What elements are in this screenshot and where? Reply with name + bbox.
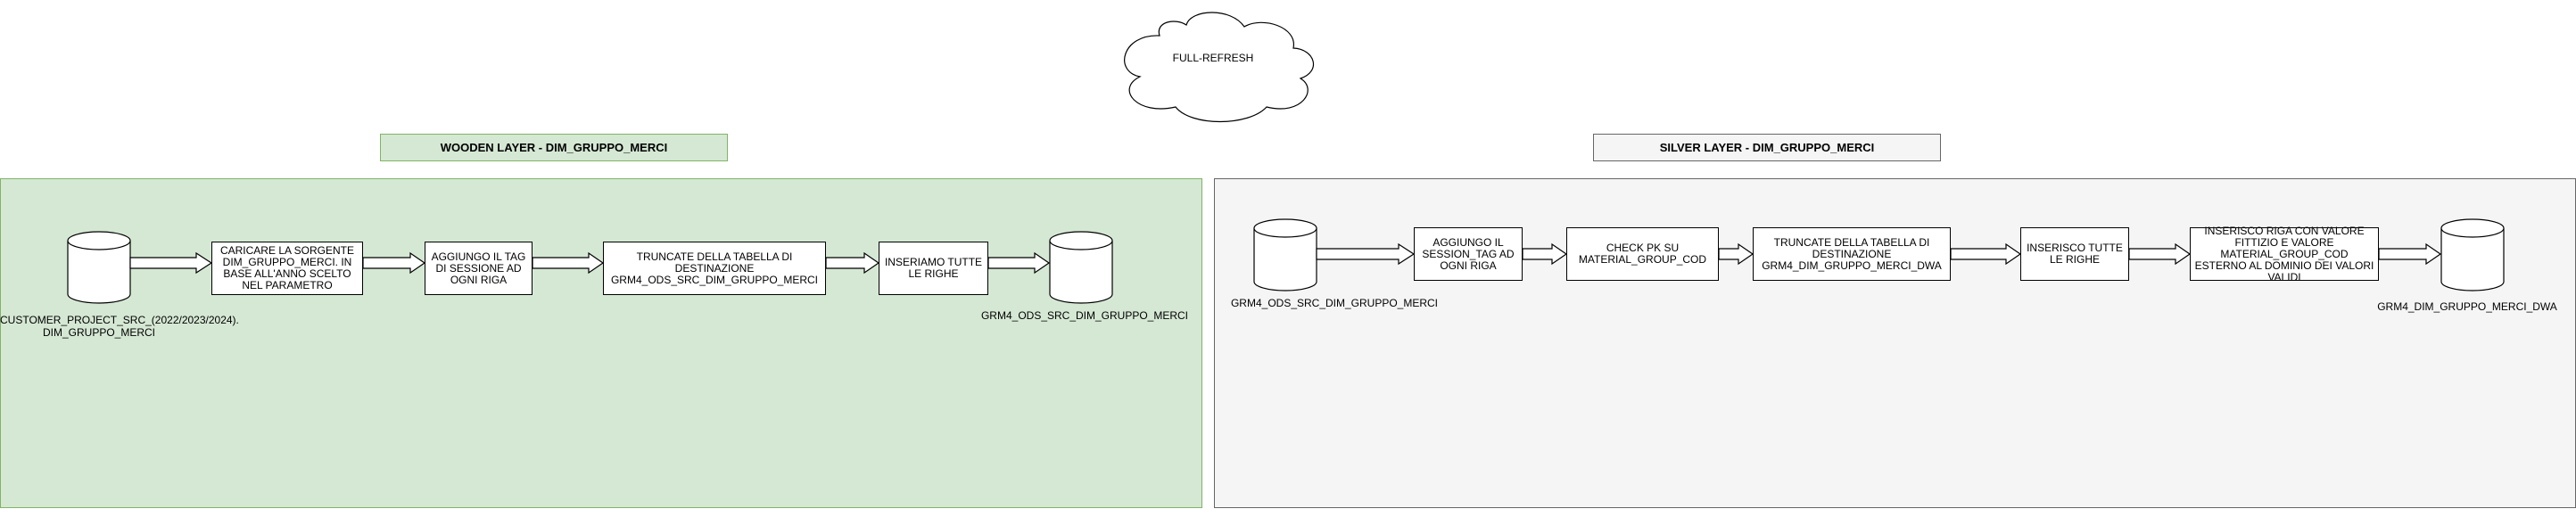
step-truncate-target: TRUNCATE DELLA TABELLA DI DESTINAZIONE G… xyxy=(603,242,826,295)
source-label: CUSTOMER_PROJECT_SRC_(2022/2023/2024). D… xyxy=(0,314,239,339)
step-check-pk: CHECK PK SU MATERIAL_GROUP_COD xyxy=(1566,227,1719,281)
flow-arrow xyxy=(1316,242,1416,266)
step-insert-rows: INSERIAMO TUTTE LE RIGHE xyxy=(879,242,988,295)
flow-arrow xyxy=(825,251,880,275)
source-label: GRM4_ODS_SRC_DIM_GRUPPO_MERCI xyxy=(1230,297,1439,309)
wooden-layer-title: WOODEN LAYER - DIM_GRUPPO_MERCI xyxy=(380,134,728,161)
wooden-layer-zone xyxy=(0,178,1202,508)
source-label-line2: DIM_GRUPPO_MERCI xyxy=(42,326,156,339)
flow-arrow xyxy=(987,251,1051,275)
flow-arrow xyxy=(129,251,213,275)
source-database-icon xyxy=(67,231,131,304)
flow-arrow xyxy=(1950,242,2022,266)
target-label: GRM4_DIM_GRUPPO_MERCI_DWA xyxy=(2377,300,2557,313)
source-label-line1: CUSTOMER_PROJECT_SRC_(2022/2023/2024). xyxy=(0,314,239,326)
source-database-icon xyxy=(1253,218,1317,291)
flow-arrow xyxy=(1522,242,1568,266)
step-truncate-target: TRUNCATE DELLA TABELLA DI DESTINAZIONE G… xyxy=(1753,227,1951,281)
flow-arrow xyxy=(532,251,605,275)
flow-arrow xyxy=(2378,242,2442,266)
step-load-source: CARICARE LA SORGENTE DIM_GRUPPO_MERCI. I… xyxy=(211,242,363,295)
target-label: GRM4_ODS_SRC_DIM_GRUPPO_MERCI xyxy=(980,309,1189,322)
flow-arrow xyxy=(2128,242,2192,266)
target-database-icon xyxy=(1049,231,1113,304)
step-add-session-tag: AGGIUNGO IL TAG DI SESSIONE AD OGNI RIGA xyxy=(425,242,533,295)
step-insert-rows: INSERISCO TUTTE LE RIGHE xyxy=(2020,227,2129,281)
flow-arrow xyxy=(362,251,426,275)
flow-arrow xyxy=(1718,242,1754,266)
step-insert-dummy-row: INSERISCO RIGA CON VALORE FITTIZIO E VAL… xyxy=(2190,225,2379,283)
target-database-icon xyxy=(2440,218,2505,291)
cloud-label: FULL-REFRESH xyxy=(1172,52,1254,64)
silver-layer-title: SILVER LAYER - DIM_GRUPPO_MERCI xyxy=(1593,134,1941,161)
step-add-session-tag: AGGIUNGO IL SESSION_TAG AD OGNI RIGA xyxy=(1414,227,1523,281)
